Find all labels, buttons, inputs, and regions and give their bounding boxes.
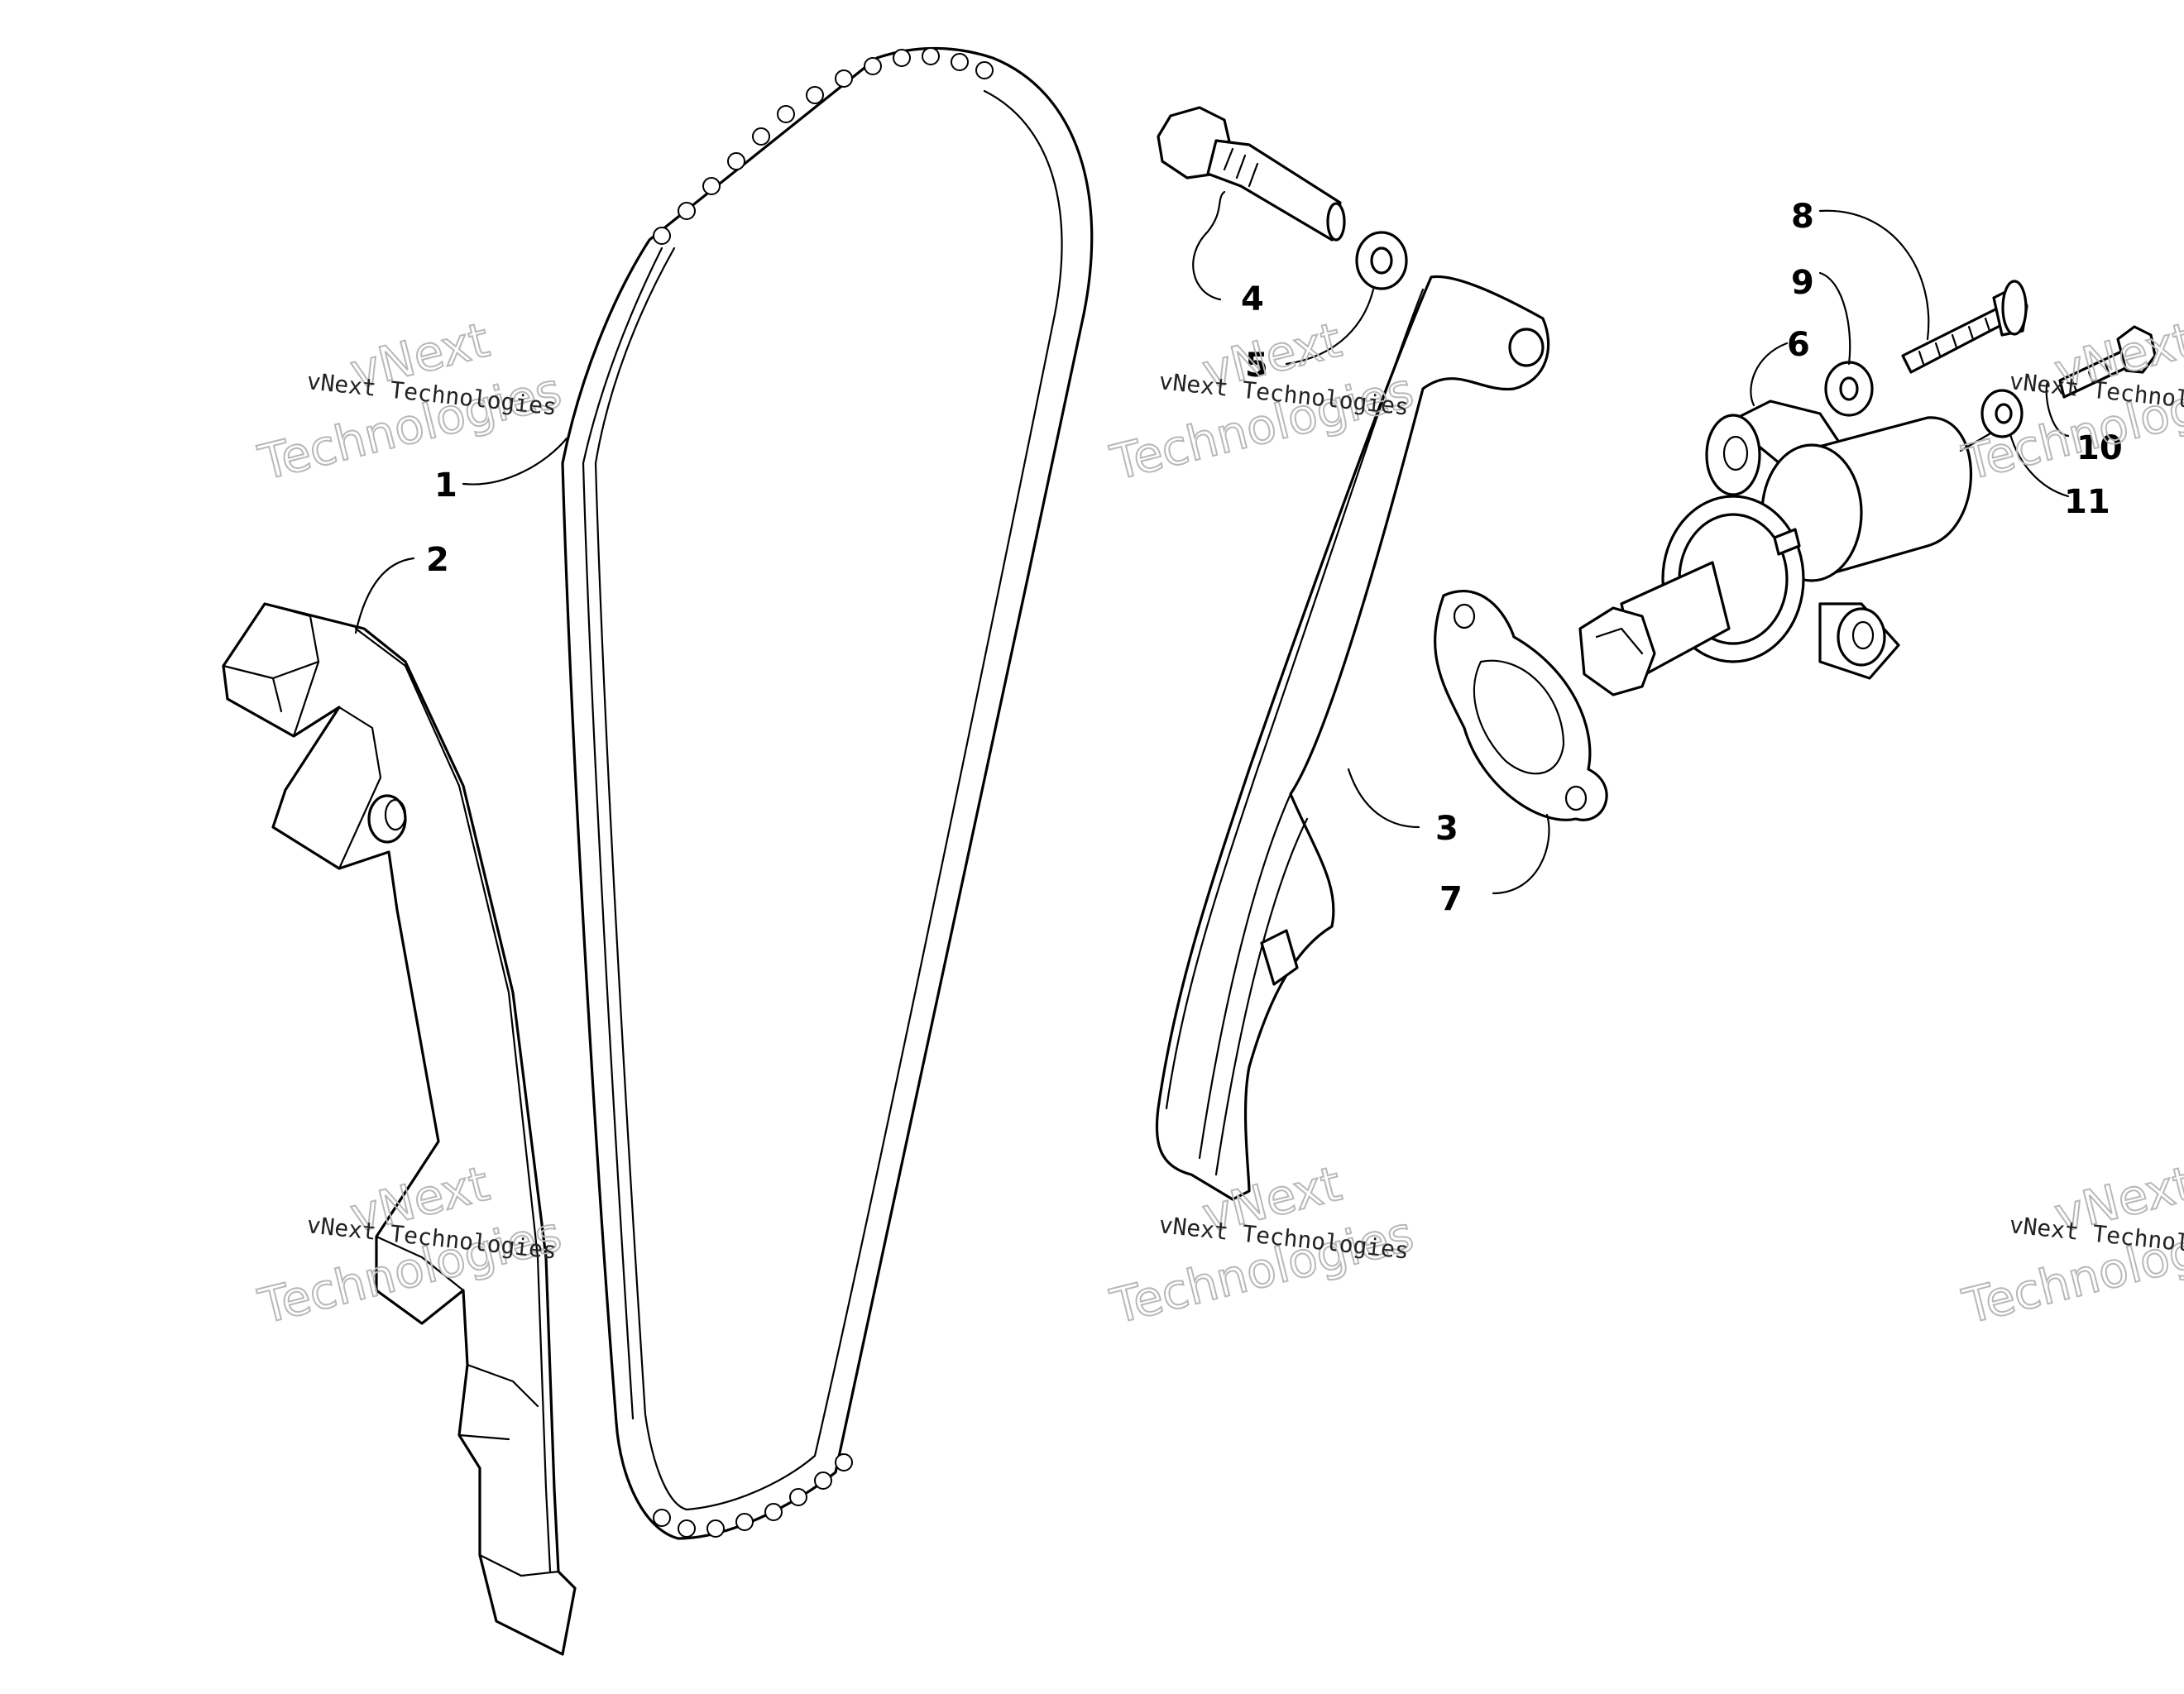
callout-9: 9: [1791, 264, 1814, 302]
watermark-5: vNext Technologies vNext Technologies: [1104, 1155, 1420, 1336]
callout-3: 3: [1435, 810, 1458, 848]
callout-11: 11: [2064, 483, 2110, 521]
watermark-1: vNext Technologies vNext Technologies: [252, 311, 568, 492]
chain-links-bottom: [653, 1453, 853, 1538]
bolt-8: [1901, 280, 2028, 374]
callout-4: 4: [1241, 280, 1264, 318]
gasket: [1434, 590, 1608, 821]
cam-chain: [561, 46, 1094, 1540]
callout-2: 2: [426, 541, 449, 579]
washer-9: [1824, 361, 1874, 417]
callout-6: 6: [1787, 326, 1810, 364]
chain-tensioner-assembly: [1578, 400, 2012, 696]
callout-numbers: 1 2 3 4 5 6 7 8 9 10 11: [426, 198, 2123, 918]
callout-7: 7: [1439, 880, 1463, 918]
washer-11: [1980, 389, 2024, 438]
chain-tensioner-arm: [1155, 275, 1550, 1201]
pivot-bolt: [1157, 106, 1346, 242]
callout-1: 1: [434, 467, 457, 505]
leader-lines: [354, 190, 2070, 895]
bolt-10: [2058, 325, 2157, 399]
watermark-6: vNext Technologies vNext Technologies: [1956, 1155, 2184, 1336]
callout-10: 10: [2076, 429, 2123, 467]
chain-guide-front: [222, 602, 577, 1656]
chain-links-top: [653, 47, 994, 245]
callout-8: 8: [1791, 198, 1814, 236]
callout-5: 5: [1245, 347, 1268, 385]
washer-5: [1355, 231, 1408, 290]
